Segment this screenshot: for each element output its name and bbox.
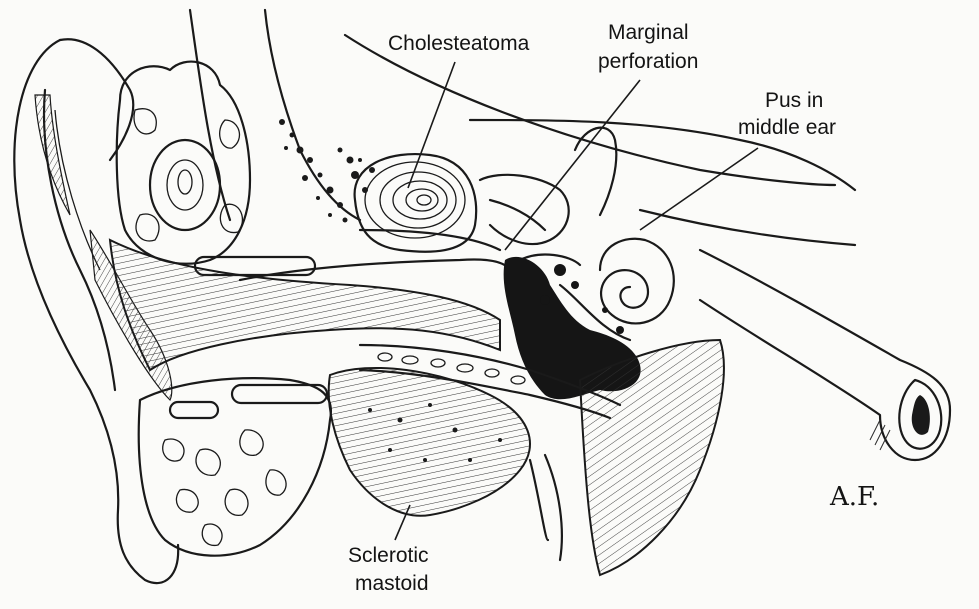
sclerotic-mastoid [329,368,530,516]
label-sclerotic-line2: mastoid [355,572,429,595]
ear-canal [110,240,510,370]
label-cholesteatoma: Cholesteatoma [388,32,530,55]
artist-signature: A.F. [829,482,879,512]
mastoid-air-cells-lower [139,378,331,555]
label-pus-line1: Pus in [765,89,823,112]
label-marginal-line1: Marginal [608,21,689,44]
eustachian-tube [700,250,950,460]
label-pus-line2: middle ear [738,116,836,139]
label-marginal-line2: perforation [598,50,698,73]
label-sclerotic-line1: Sclerotic [348,544,429,567]
